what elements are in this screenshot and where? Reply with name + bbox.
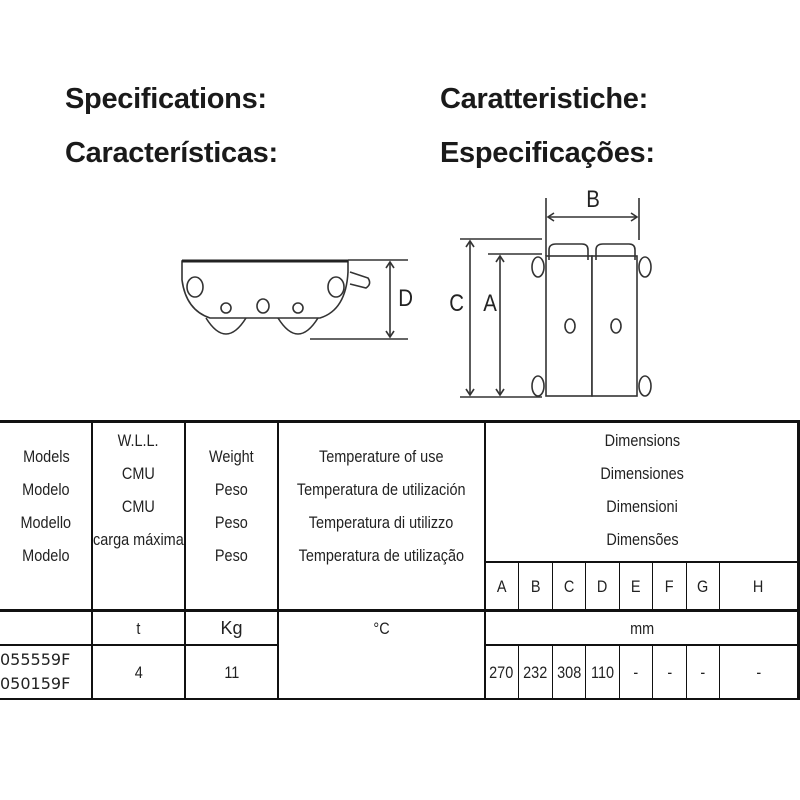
model-codes: 055559F 050159F <box>0 650 71 693</box>
dimension-label-a: A <box>483 290 497 317</box>
dim-value-h: - <box>756 662 761 682</box>
header-wll: W.L.L. CMU CMU carga máxima <box>92 424 185 556</box>
header-text: carga máxima <box>93 530 184 549</box>
header-text: Modelo <box>22 546 70 565</box>
unit-temperature: °C <box>373 618 390 638</box>
header-text: CMU <box>122 497 155 516</box>
header-text: Dimensions <box>604 431 681 450</box>
header-text: Temperatura de utilização <box>298 546 465 565</box>
header-text: Dimensioni <box>606 497 679 516</box>
dim-value-a: 270 <box>489 662 514 682</box>
title-caratteristiche: Caratteristiche: <box>440 83 648 115</box>
header-weight: Weight Peso Peso Peso <box>185 440 278 572</box>
header-text: Weight <box>209 447 254 466</box>
dimension-label-d: D <box>398 285 414 312</box>
dim-value-b: 232 <box>523 662 548 682</box>
weight-value: 11 <box>223 662 240 682</box>
dim-col-a: A <box>496 576 507 596</box>
dimension-label-c: C <box>449 290 465 317</box>
header-text: Temperatura de utilización <box>297 480 466 499</box>
dimension-label-b: B <box>586 186 600 213</box>
side-view-diagram <box>181 198 652 398</box>
header-text: Dimensões <box>606 530 679 549</box>
wll-value: 4 <box>134 662 143 682</box>
dim-col-h: H <box>753 576 764 596</box>
header-models: Models Modelo Modello Modelo <box>0 440 92 572</box>
header-text: Models <box>22 447 70 466</box>
dim-col-d: D <box>597 576 608 596</box>
header-text: Peso <box>215 513 248 532</box>
header-text: Peso <box>215 480 248 499</box>
header-text: Peso <box>215 546 248 565</box>
unit-dimensions: mm <box>630 618 655 638</box>
dim-col-g: G <box>697 576 709 596</box>
header-text: Temperature of use <box>319 447 444 466</box>
header-text: W.L.L. <box>118 431 159 450</box>
dim-col-c: C <box>563 576 575 596</box>
header-text: Dimensiones <box>600 464 685 483</box>
header-text: Temperatura di utilizzo <box>309 513 454 532</box>
dim-col-f: F <box>665 576 674 596</box>
title-especificacoes: Especificações: <box>440 137 655 169</box>
unit-wll: t <box>136 618 141 638</box>
dim-value-g: - <box>700 662 706 682</box>
header-text: CMU <box>122 464 155 483</box>
dim-value-d: 110 <box>590 662 615 682</box>
dim-col-b: B <box>530 576 541 596</box>
temperature-value <box>278 646 485 698</box>
dim-value-e: - <box>633 662 639 682</box>
title-specifications: Specifications: <box>65 83 267 115</box>
dim-value-f: - <box>667 662 672 682</box>
header-temperature: Temperature of use Temperatura de utiliz… <box>278 440 485 572</box>
header-text: Modello <box>20 513 72 532</box>
title-caracteristicas: Características: <box>65 137 278 169</box>
dim-value-c: 308 <box>556 662 582 682</box>
header-dimensions: Dimensions Dimensiones Dimensioni Dimens… <box>485 424 800 556</box>
unit-weight: Kg <box>220 617 243 638</box>
header-text: Modelo <box>22 480 70 499</box>
dim-col-e: E <box>631 576 641 596</box>
